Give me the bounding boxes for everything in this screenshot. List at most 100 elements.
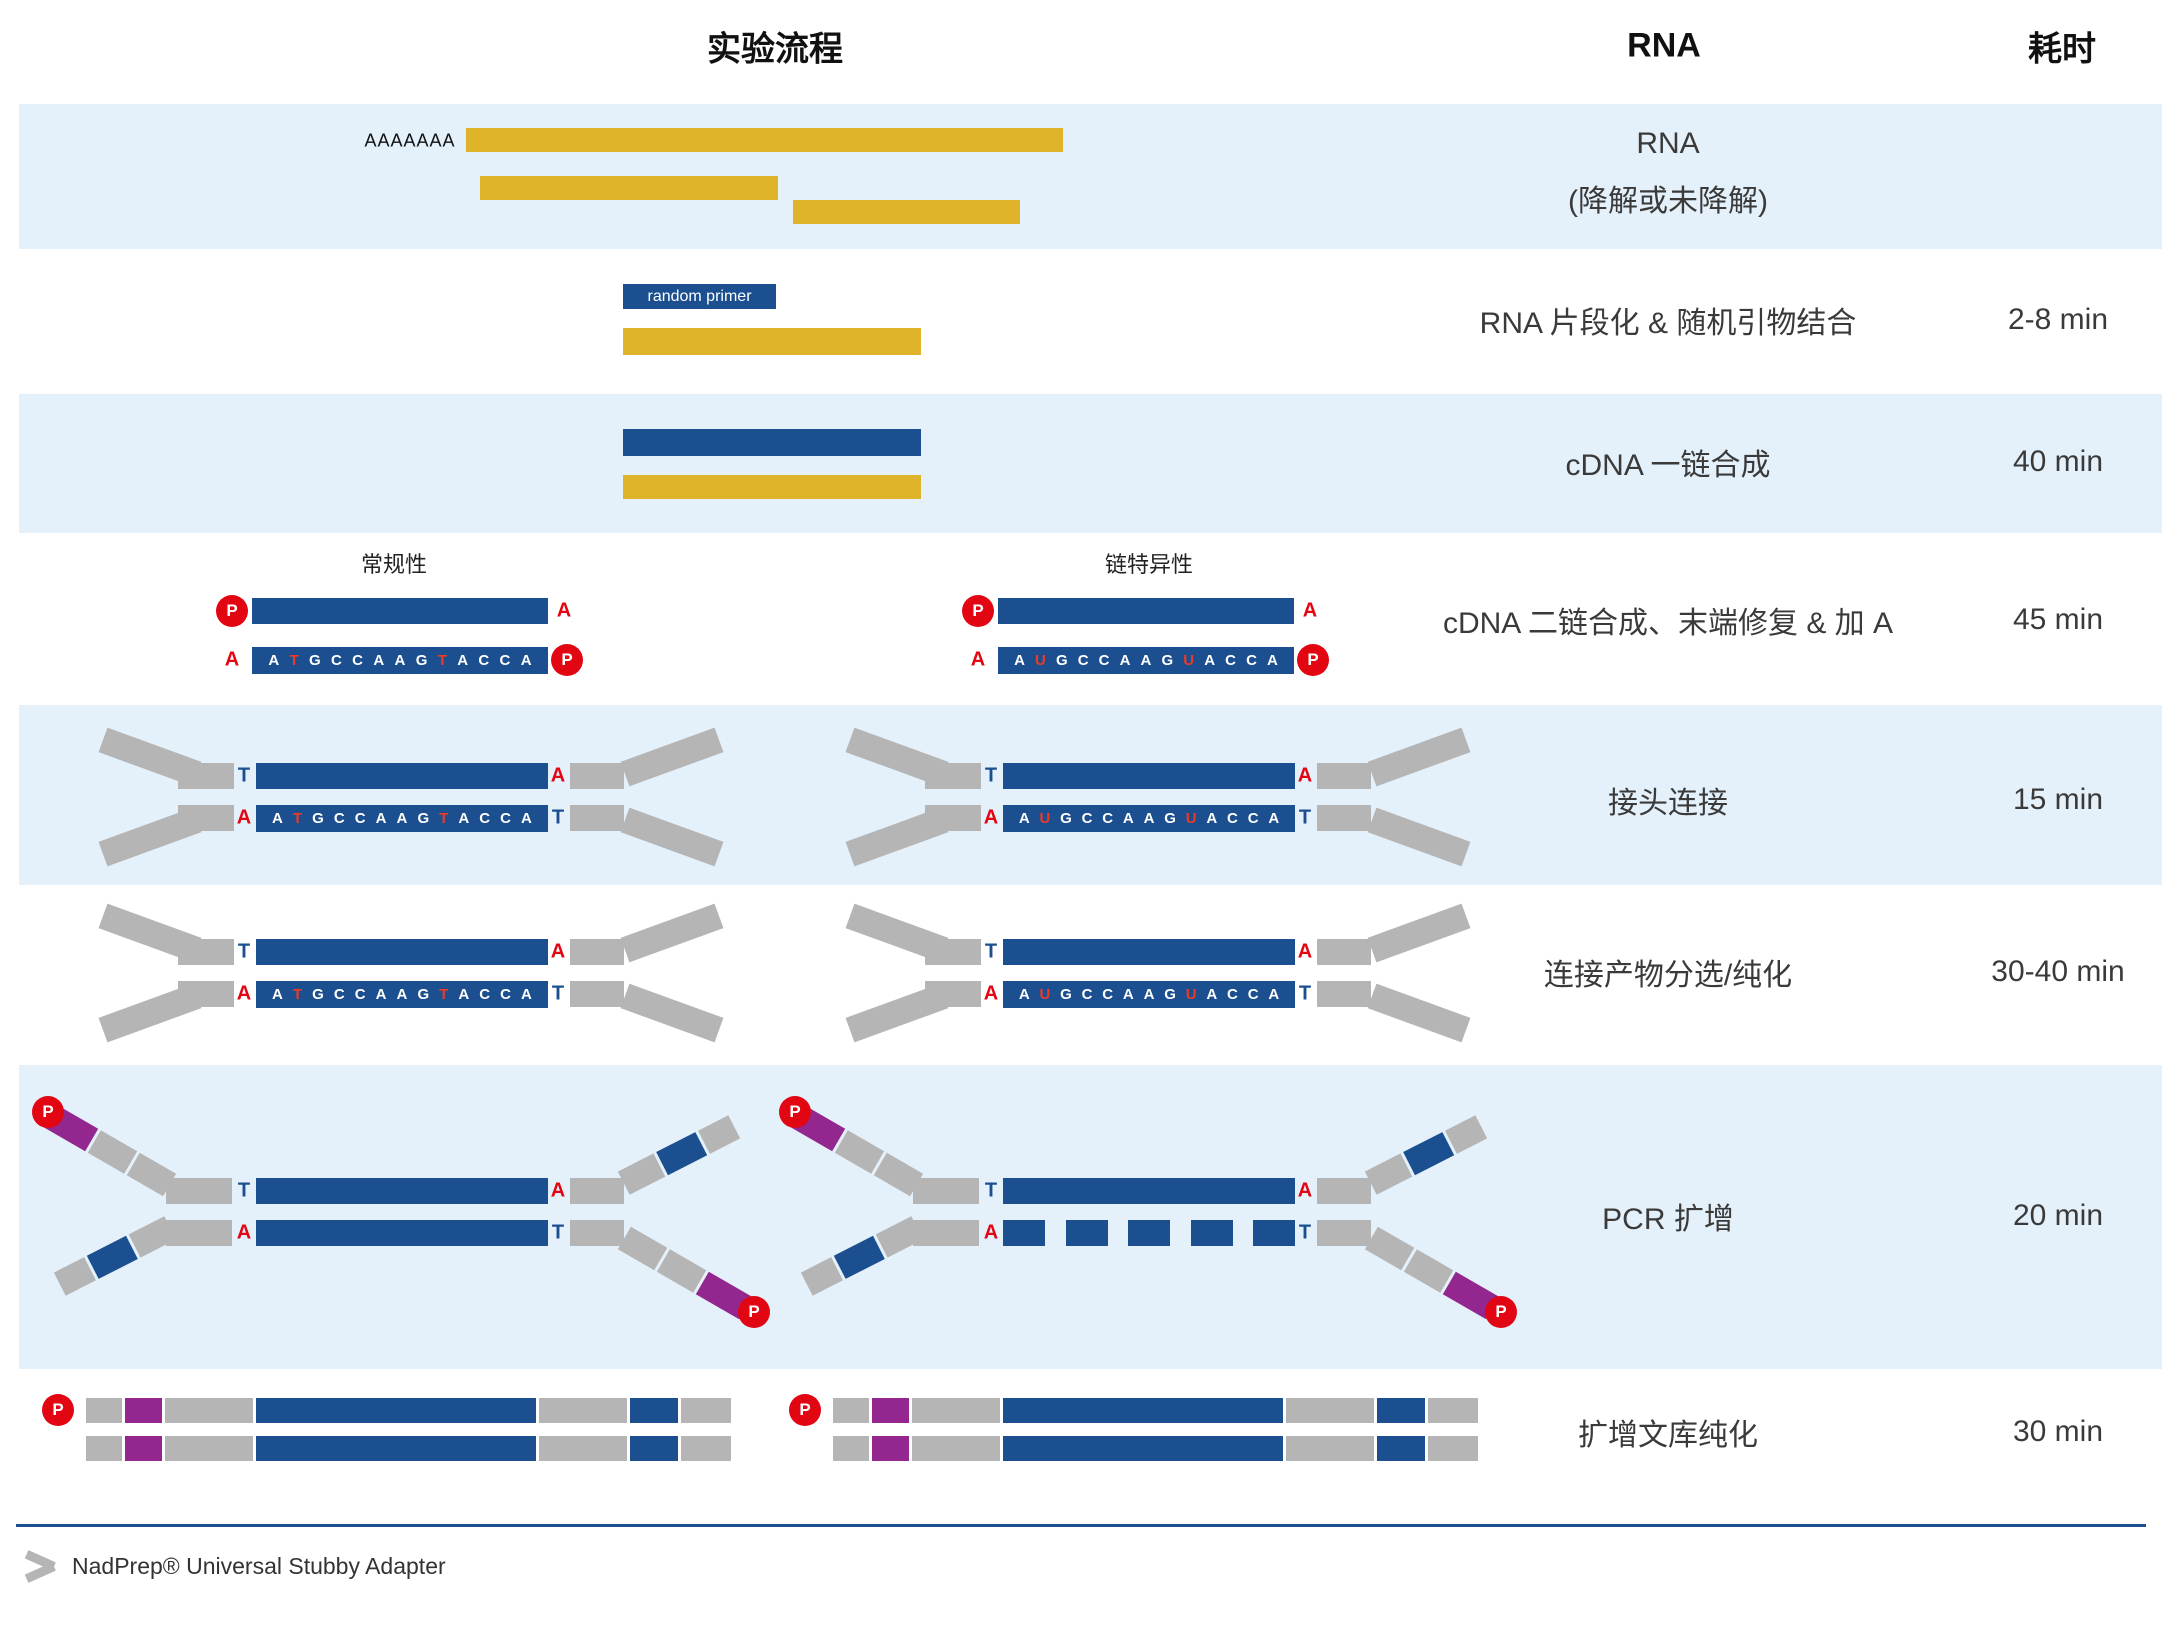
insert-top-strand bbox=[256, 763, 548, 789]
adapter-stub bbox=[925, 939, 981, 965]
step-label-line2: (降解或未降解) bbox=[1568, 185, 1768, 218]
library-segment bbox=[1286, 1398, 1374, 1423]
sequence-letter: C bbox=[331, 652, 342, 669]
sequence-letter: G bbox=[1161, 652, 1174, 669]
row-band-first-strand bbox=[19, 394, 2162, 533]
t-overhang-letter: T bbox=[237, 764, 251, 787]
adapter-stub bbox=[1317, 1178, 1371, 1204]
library-bar bbox=[833, 1398, 1478, 1423]
phosphate-badge: P bbox=[738, 1296, 770, 1328]
t-overhang-letter: T bbox=[1298, 806, 1312, 829]
adapter-arm-bottom-right bbox=[620, 983, 724, 1043]
phosphate-badge: P bbox=[1297, 644, 1329, 676]
sequence-letter: C bbox=[1102, 986, 1114, 1003]
sequence-letter: A bbox=[1122, 986, 1134, 1003]
sequence-letter: C bbox=[479, 810, 491, 827]
sequence-letter: A bbox=[272, 810, 283, 827]
sequence-letter: A bbox=[1018, 986, 1030, 1003]
library-segment bbox=[256, 1436, 536, 1461]
adapter-stub bbox=[913, 1178, 979, 1204]
adapter-stub bbox=[570, 1178, 624, 1204]
sequence-letter: C bbox=[333, 810, 345, 827]
sequence-letter: C bbox=[352, 652, 364, 669]
library-segment bbox=[1003, 1398, 1283, 1423]
rna-template-bar bbox=[623, 475, 921, 499]
sequence-letter: T bbox=[292, 986, 303, 1003]
a-overhang-letter: A bbox=[236, 982, 252, 1005]
sequence-letter: C bbox=[1247, 810, 1259, 827]
phosphate-badge: P bbox=[779, 1096, 811, 1128]
column-header-sample: RNA bbox=[1627, 26, 1701, 65]
dash-segment bbox=[1128, 1220, 1170, 1246]
adapter-stub bbox=[166, 1220, 232, 1246]
a-overhang-letter: A bbox=[550, 940, 566, 963]
sequence-letter: A bbox=[458, 810, 470, 827]
sequence-letter: C bbox=[1081, 810, 1093, 827]
dash-segment bbox=[1190, 1220, 1233, 1246]
insert-top-strand bbox=[1003, 763, 1295, 789]
row-band-rna bbox=[19, 104, 2162, 249]
step-label: RNA 片段化 & 随机引物结合 bbox=[1479, 307, 1857, 340]
insert-top-strand bbox=[1003, 939, 1295, 965]
adapter-arm-bottom-right bbox=[1367, 983, 1471, 1043]
fragmented-rna-bar bbox=[623, 328, 921, 355]
step-time: 20 min bbox=[2012, 1199, 2104, 1232]
rna-strand-bar bbox=[793, 200, 1020, 224]
adapter-arm-top-right bbox=[1367, 903, 1471, 963]
sequence-letter: T bbox=[437, 652, 447, 669]
a-overhang-letter: A bbox=[1297, 764, 1313, 787]
a-overhang-letter: A bbox=[550, 1179, 566, 1202]
sequence-letter: A bbox=[1206, 986, 1218, 1003]
random-primer-tag: random primer bbox=[623, 284, 776, 309]
phosphate-badge: P bbox=[216, 595, 248, 627]
phosphate-badge: P bbox=[32, 1096, 64, 1128]
library-segment bbox=[1377, 1436, 1425, 1461]
step-label: 接头连接 bbox=[1608, 787, 1728, 820]
sequence-letter: G bbox=[417, 810, 430, 827]
adapter-stub bbox=[178, 763, 234, 789]
library-segment bbox=[86, 1398, 122, 1423]
rna-strand-bar bbox=[466, 128, 1063, 152]
sequence-letter: A bbox=[457, 652, 469, 669]
sequence-letter: C bbox=[478, 652, 490, 669]
dash-segment bbox=[1253, 1220, 1295, 1246]
library-segment bbox=[125, 1398, 162, 1423]
sequence-letter: C bbox=[1227, 986, 1238, 1003]
sequence-letter: C bbox=[1102, 810, 1114, 827]
t-overhang-letter: T bbox=[1298, 1221, 1312, 1244]
phosphate-badge: P bbox=[42, 1394, 74, 1426]
library-segment bbox=[872, 1436, 909, 1461]
sequence-letter: C bbox=[1077, 652, 1089, 669]
sequence-letter: G bbox=[309, 652, 321, 669]
sequence-letter: A bbox=[396, 810, 408, 827]
poly-a-tail-label: AAAAAAA bbox=[364, 130, 456, 151]
library-segment bbox=[630, 1398, 678, 1423]
library-segment bbox=[912, 1436, 1000, 1461]
sequence-letter: A bbox=[520, 652, 532, 669]
t-overhang-letter: T bbox=[984, 940, 998, 963]
sequence-letter: A bbox=[394, 652, 406, 669]
sequence-letter: A bbox=[1143, 810, 1155, 827]
sequence-letter: U bbox=[1185, 810, 1197, 827]
library-segment bbox=[539, 1398, 627, 1423]
library-bar bbox=[833, 1436, 1478, 1461]
library-bar bbox=[86, 1436, 731, 1461]
library-segment bbox=[86, 1436, 122, 1461]
adapter-stub bbox=[1317, 939, 1371, 965]
library-segment bbox=[1286, 1436, 1374, 1461]
phosphate-badge: P bbox=[962, 595, 994, 627]
step-time: 15 min bbox=[2012, 783, 2104, 816]
sequence-letter: U bbox=[1183, 652, 1195, 669]
a-overhang-letter: A bbox=[983, 806, 999, 829]
insert-top-strand bbox=[256, 939, 548, 965]
sequence-letter: A bbox=[272, 986, 283, 1003]
a-overhang-letter: A bbox=[1297, 940, 1313, 963]
sequence-letter: A bbox=[1268, 986, 1280, 1003]
library-segment bbox=[681, 1436, 731, 1461]
sequence-letter: A bbox=[1267, 652, 1278, 669]
phosphate-badge: P bbox=[789, 1394, 821, 1426]
